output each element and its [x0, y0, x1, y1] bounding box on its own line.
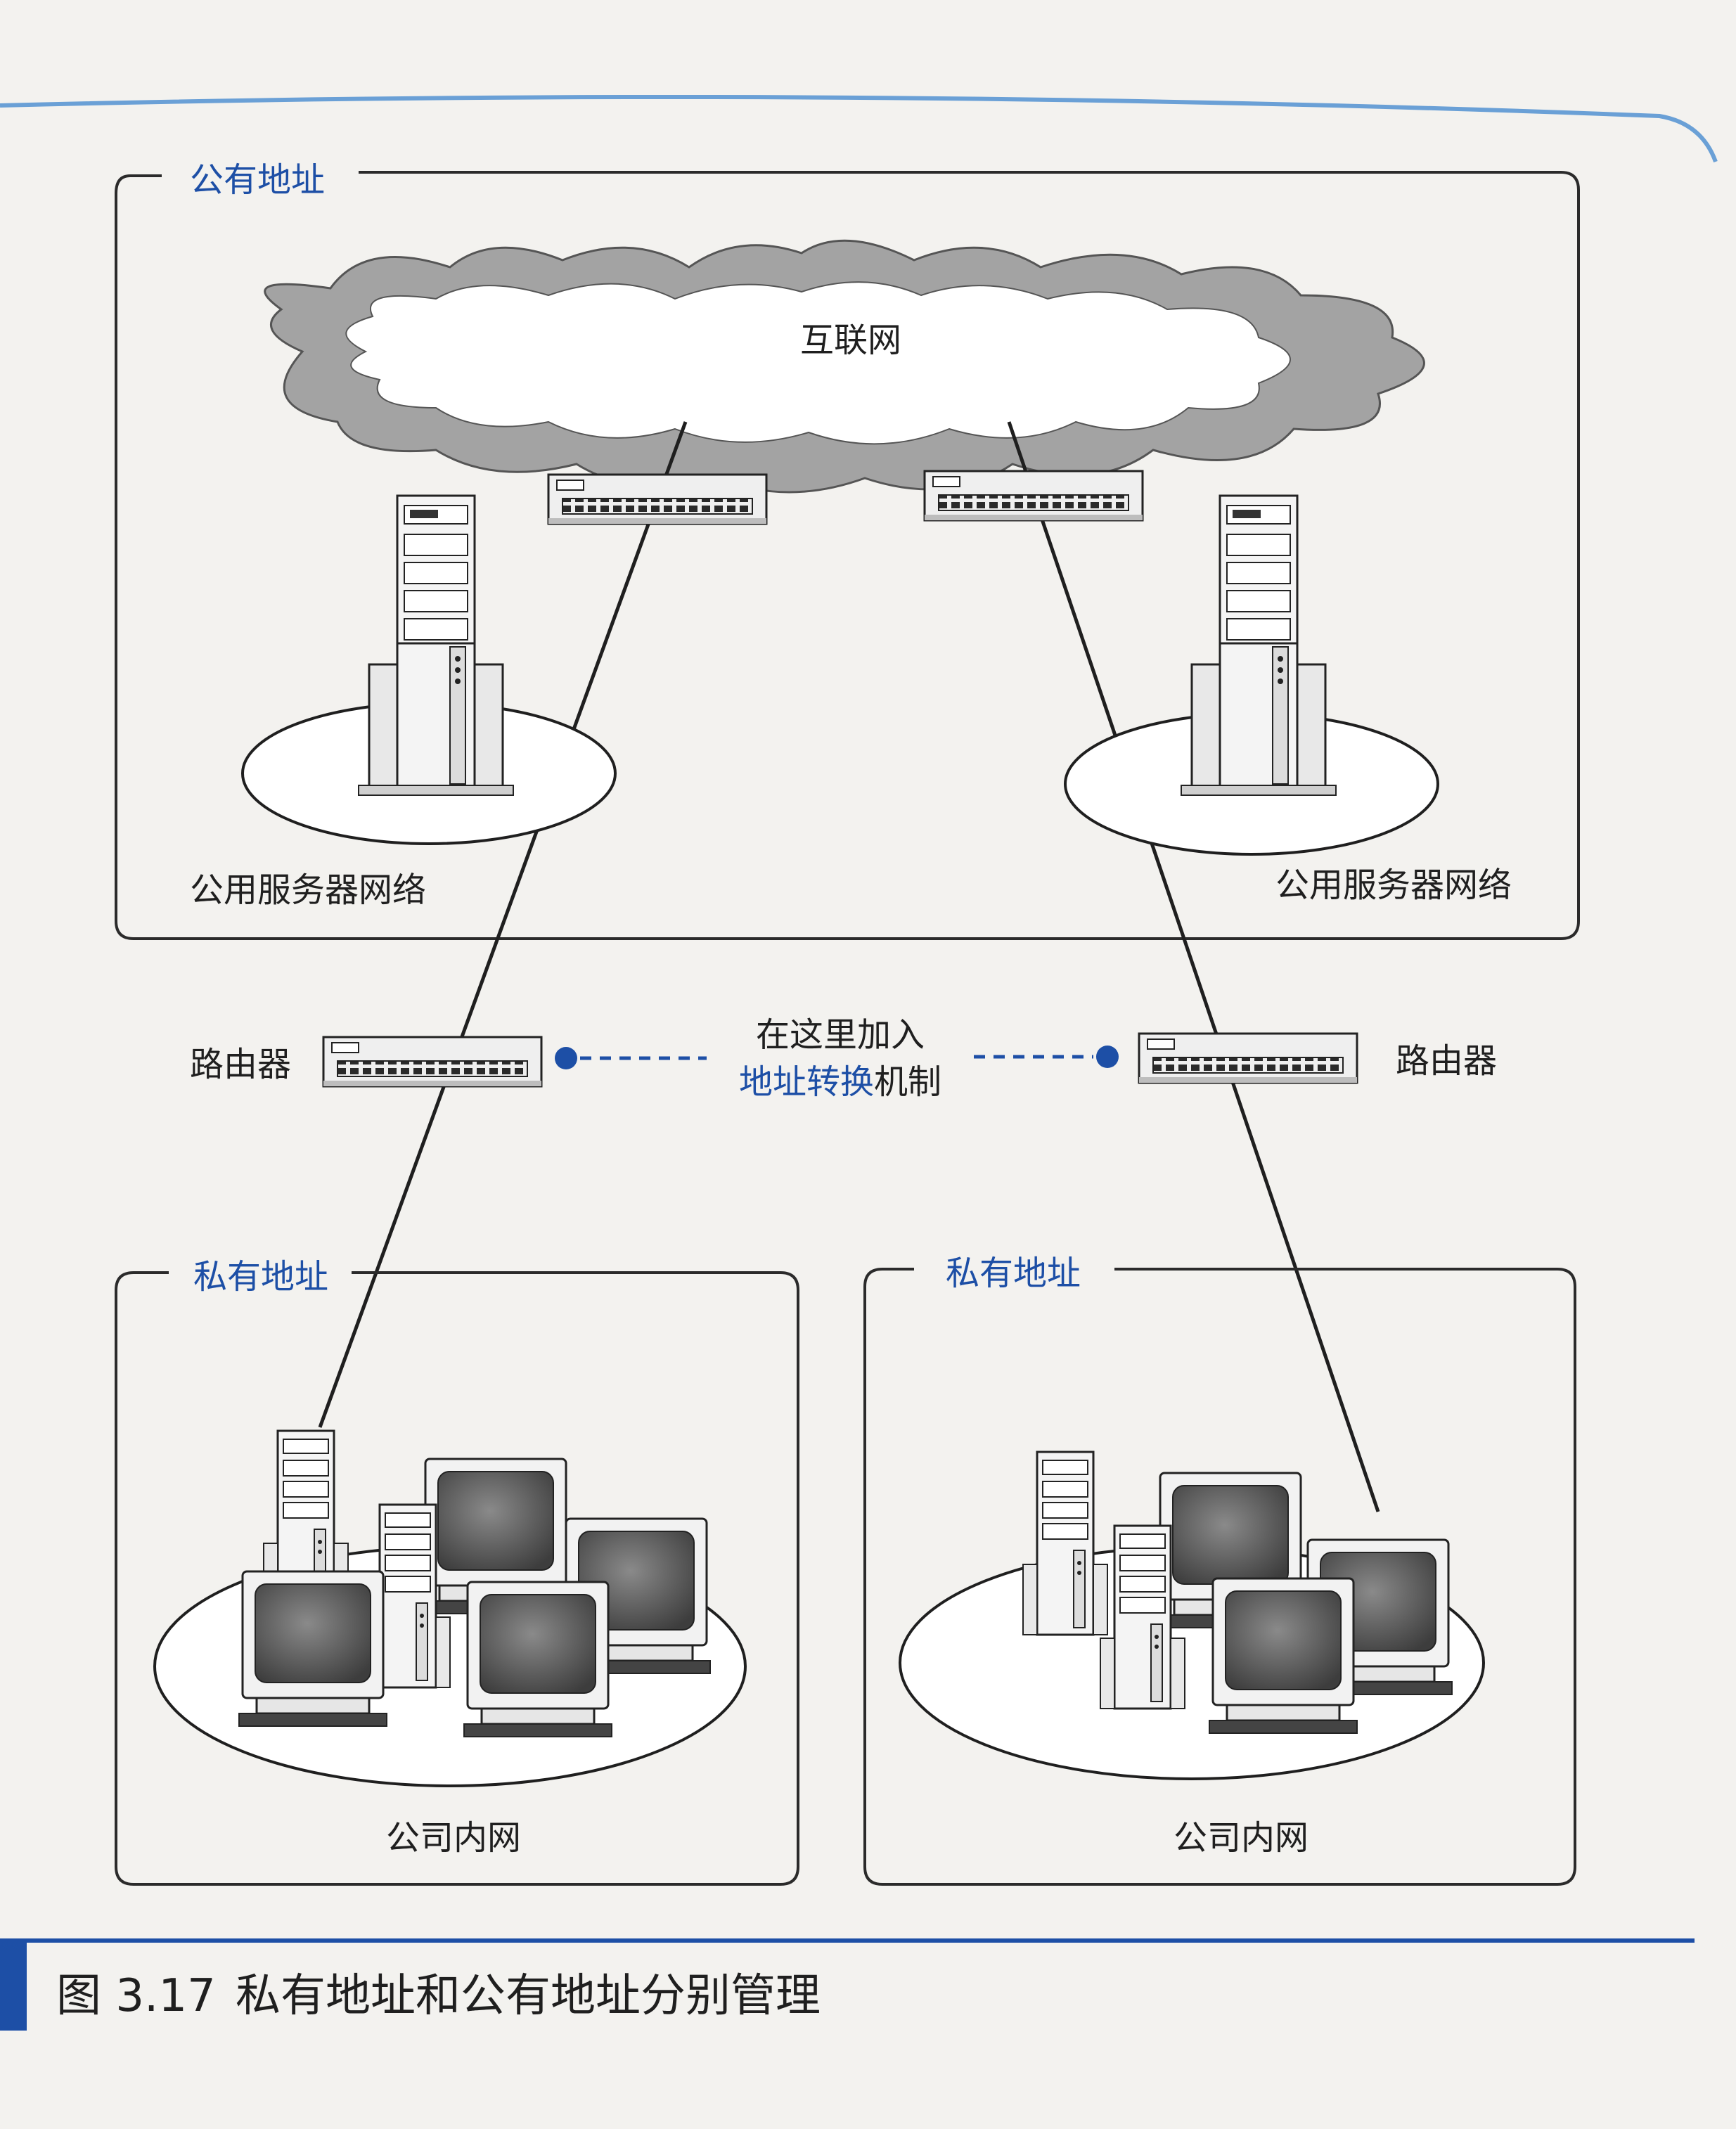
- internet-cloud: 互联网: [264, 239, 1425, 494]
- nat-note-rest: 机制: [874, 1062, 941, 1102]
- right-intranet-monitor-front: [1208, 1577, 1358, 1735]
- right-private-address-group: 私有地址 公司内网: [863, 1254, 1576, 1886]
- nat-note-line2: 地址转换机制: [739, 1062, 941, 1102]
- figure-caption: 图 3.17 私有地址和公有地址分别管理: [0, 1938, 1695, 2031]
- public-address-group: 公有地址: [115, 160, 1580, 940]
- right-intranet-label: 公司内网: [1174, 1818, 1309, 1858]
- left-public-server-network: 公用服务器网络: [190, 494, 617, 910]
- left-edge-switch: [547, 473, 768, 525]
- right-router-label: 路由器: [1396, 1041, 1497, 1081]
- right-uplink-line: [1007, 421, 1380, 1512]
- internet-label: 互联网: [800, 321, 901, 360]
- page-top-rule: [0, 95, 1718, 163]
- nat-callout: 在这里加入 地址转换机制: [555, 1015, 1119, 1102]
- caption-text: 私有地址和公有地址分别管理: [236, 1970, 821, 2022]
- caption-number: 图 3.17: [56, 1970, 216, 2022]
- right-private-title: 私有地址: [946, 1254, 1081, 1293]
- left-nat-marker-dot: [555, 1047, 577, 1069]
- right-intranet-server: [1022, 1451, 1109, 1636]
- left-router-label: 路由器: [190, 1045, 291, 1084]
- caption-accent-bar: [0, 1941, 27, 2031]
- right-public-server-network: 公用服务器网络: [1064, 494, 1512, 905]
- left-intranet-monitor-front-left: [238, 1570, 388, 1728]
- nat-note-line1: 在这里加入: [756, 1015, 925, 1055]
- right-router-device: [1138, 1032, 1358, 1084]
- right-server-network-label: 公用服务器网络: [1275, 866, 1512, 905]
- cloud-inner: [345, 281, 1291, 445]
- connection-lines: [318, 421, 1380, 1512]
- left-public-server: [357, 494, 515, 797]
- left-private-address-group: 私有地址 公司内网: [115, 1257, 799, 1886]
- public-address-title: 公有地址: [190, 160, 325, 200]
- right-private-frame: [863, 1268, 1576, 1886]
- left-router: 路由器: [190, 1036, 543, 1088]
- right-nat-marker-dot: [1096, 1046, 1119, 1068]
- left-server-network-label: 公用服务器网络: [190, 870, 426, 910]
- left-intranet-label: 公司内网: [386, 1818, 521, 1858]
- nat-note-highlight: 地址转换: [739, 1062, 874, 1102]
- left-router-device: [322, 1036, 543, 1088]
- left-private-title: 私有地址: [193, 1257, 328, 1297]
- left-intranet-monitor-front-right: [463, 1581, 613, 1738]
- right-router: 路由器: [1138, 1032, 1497, 1084]
- right-edge-switch: [923, 470, 1144, 522]
- public-address-frame: [115, 171, 1580, 940]
- left-uplink-line: [318, 421, 688, 1428]
- left-private-frame: [115, 1271, 799, 1886]
- right-public-server: [1180, 494, 1337, 797]
